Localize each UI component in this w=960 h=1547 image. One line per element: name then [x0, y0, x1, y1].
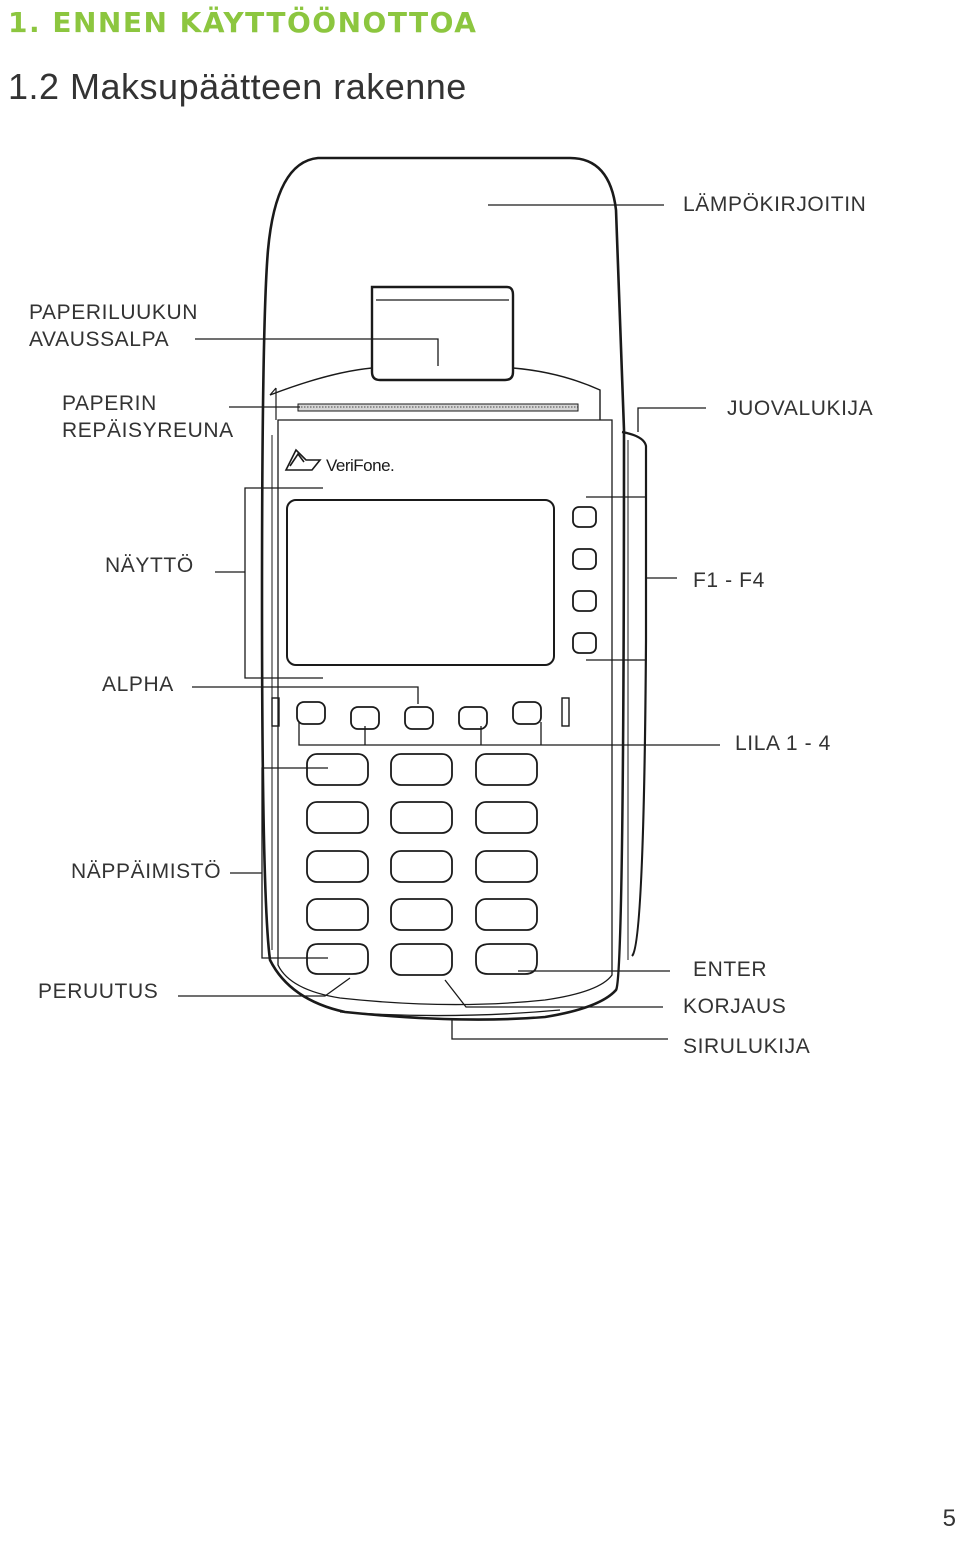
label-paper-latch-line1: PAPERILUUKUN: [29, 301, 199, 324]
keypad-key: [390, 801, 453, 834]
label-paper-latch-line2: AVAUSSALPA: [29, 328, 170, 351]
label-alpha: ALPHA: [102, 673, 174, 696]
chip-reader-slot: [339, 1009, 561, 1017]
chapter-title: 1. ENNEN KÄYTTÖÖNOTTOA: [8, 6, 478, 39]
lila-key-2: [350, 706, 380, 730]
keypad-key: [475, 753, 538, 786]
f3-key: [572, 590, 597, 612]
front-panel: [277, 419, 613, 1006]
keypad-key: [306, 898, 369, 931]
label-tear-edge-line2: REPÄISYREUNA: [62, 419, 234, 442]
label-correction: KORJAUS: [683, 995, 787, 1018]
f1-key: [572, 506, 597, 528]
section-title: 1.2 Maksupäätteen rakenne: [8, 66, 467, 107]
keypad-key: [475, 850, 538, 883]
enter-key: [475, 943, 538, 975]
label-chip-reader: SIRULUKIJA: [683, 1035, 811, 1058]
side-slot-right: [561, 697, 570, 727]
label-purple-keys: LILA 1 - 4: [735, 732, 831, 755]
lila-key-1: [296, 701, 326, 725]
leader-lines: [178, 204, 720, 1040]
keypad-key: [306, 801, 369, 834]
label-tear-edge-line1: PAPERIN: [62, 392, 157, 415]
alpha-key: [404, 706, 434, 730]
label-display: NÄYTTÖ: [105, 554, 194, 577]
label-card-reader: JUOVALUKIJA: [727, 397, 874, 420]
label-function-keys: F1 - F4: [693, 569, 765, 592]
label-enter: ENTER: [693, 958, 768, 981]
paper-latch: [370, 285, 515, 382]
display-screen: [286, 499, 555, 666]
label-keypad: NÄPPÄIMISTÖ: [71, 860, 222, 883]
keypad-key: [390, 850, 453, 883]
keypad-key: [306, 850, 369, 883]
card-reader-slot: [621, 430, 648, 957]
label-cancel: PERUUTUS: [38, 980, 159, 1003]
f2-key: [572, 548, 597, 570]
tear-edge: [297, 403, 579, 412]
printer-band: [269, 367, 601, 420]
f4-key: [572, 632, 597, 654]
keypad-key: [475, 801, 538, 834]
correction-key: [390, 943, 453, 976]
cancel-key: [306, 943, 369, 975]
keypad-key: [475, 898, 538, 931]
brand-text: VeriFone.: [326, 456, 394, 475]
label-thermal-printer: LÄMPÖKIRJOITIN: [683, 193, 867, 216]
keypad-key: [306, 753, 369, 786]
verifone-logo-icon: [284, 448, 322, 471]
lila-key-3: [458, 706, 488, 730]
side-slot-left: [271, 697, 280, 727]
keypad-key: [390, 898, 453, 931]
page-number: 5: [942, 1505, 956, 1532]
lila-key-4: [512, 701, 542, 725]
keypad-key: [390, 753, 453, 786]
keypad: [306, 753, 538, 931]
